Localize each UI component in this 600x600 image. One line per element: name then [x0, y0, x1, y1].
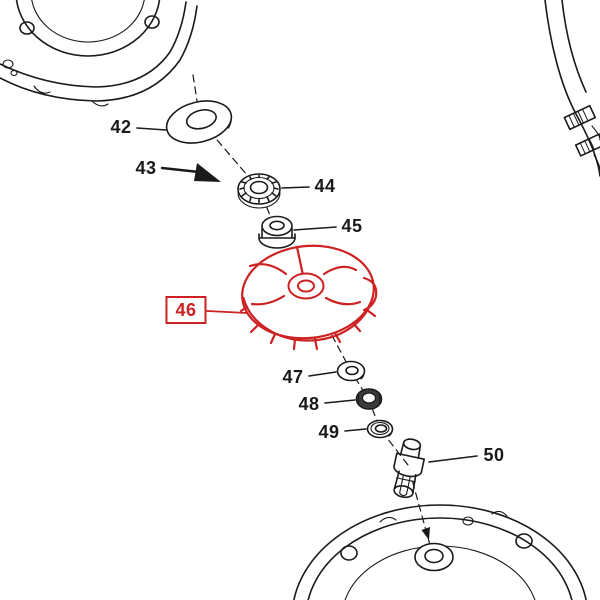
impeller-vane	[250, 294, 286, 306]
impeller-vane	[322, 265, 358, 276]
impeller-vane	[324, 296, 362, 306]
part-label-43[interactable]: 43	[135, 158, 157, 178]
part-44-leader-line	[281, 186, 310, 189]
impeller-skirt	[242, 296, 374, 342]
part-43-direction-arrow	[160, 163, 221, 182]
part-label-48[interactable]: 48	[298, 394, 320, 414]
lower-casing-drawing	[293, 504, 587, 600]
part-label-46-highlighted[interactable]: 46	[165, 296, 207, 324]
part-label-47[interactable]: 47	[282, 367, 304, 387]
bolt-hole	[144, 15, 160, 29]
part-45-collar-drawing	[258, 215, 296, 249]
part-50-leader-line	[428, 455, 478, 463]
part-label-49[interactable]: 49	[318, 422, 340, 442]
part-42-washer-drawing	[165, 100, 233, 144]
part-label-50[interactable]: 50	[483, 445, 505, 465]
part-50-coupler-drawing	[393, 438, 425, 499]
part-46-leader-line	[206, 310, 248, 314]
impeller-blade-notches	[239, 305, 377, 351]
part-47-washer-drawing	[336, 360, 366, 382]
part-47-leader-line	[308, 371, 337, 377]
part-48-nut-drawing	[355, 388, 383, 410]
leader-lines	[136, 127, 478, 463]
part-42-leader-line	[136, 127, 167, 131]
part-49-leader-line	[344, 428, 367, 432]
part-46-impeller-drawing[interactable]	[206, 239, 378, 351]
bolt-hole	[19, 21, 35, 35]
part-49-washer-drawing	[366, 419, 394, 439]
wire-end-connector	[574, 133, 600, 157]
centerline-arrowhead	[421, 527, 430, 540]
bolt-hole	[515, 533, 533, 549]
wire-end-connector	[563, 104, 597, 131]
part-44-seal-drawing	[237, 173, 281, 209]
casing-hub-bore	[424, 548, 444, 564]
part-label-45[interactable]: 45	[341, 216, 363, 236]
wire-harness-drawing	[544, 0, 600, 177]
part-48-leader-line	[324, 399, 356, 404]
seal-hatching	[239, 174, 279, 204]
part-label-44[interactable]: 44	[314, 176, 336, 196]
bolt-hole	[340, 545, 358, 561]
part-45-leader-line	[293, 226, 337, 231]
impeller-edge-tab	[362, 276, 378, 312]
upper-casing-drawing	[0, 0, 198, 107]
part-label-42[interactable]: 42	[110, 117, 132, 137]
impeller-vane	[248, 263, 288, 276]
impeller-hub-bore	[297, 279, 315, 293]
